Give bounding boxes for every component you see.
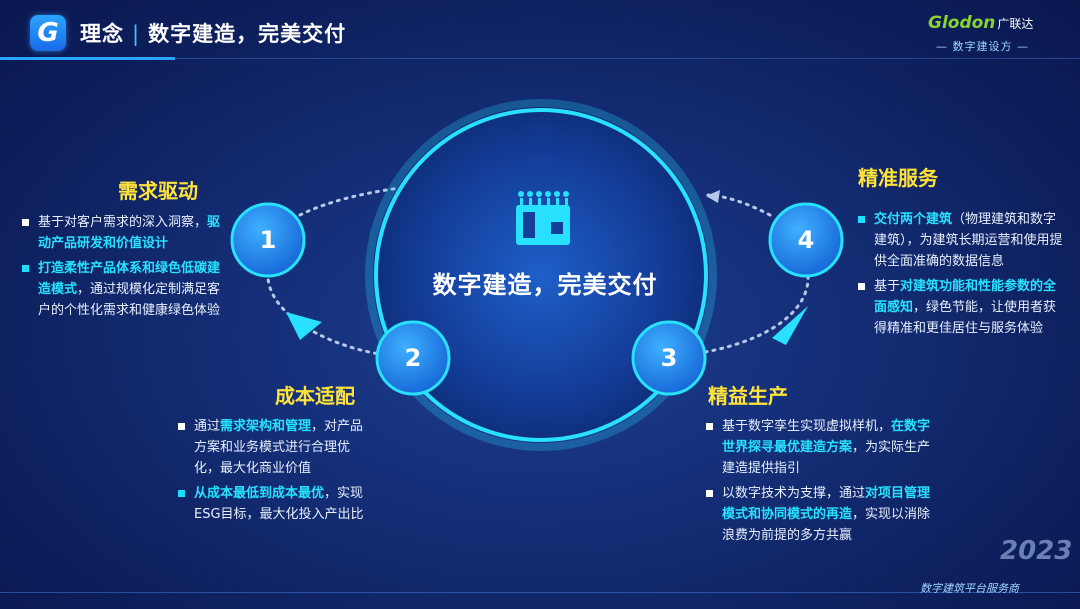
- arrow-1-2: [286, 312, 322, 340]
- section-1-title: 需求驱动: [118, 179, 198, 203]
- title-main: 数字建造，完美交付: [148, 22, 347, 46]
- step-4-number: 4: [797, 226, 815, 254]
- brand-cn: 广联达: [997, 17, 1034, 31]
- list-item: 交付两个建筑（物理建筑和数字建筑），为建筑长期运营和使用提供全面准确的数据信息: [858, 209, 1068, 272]
- list-item: 通过需求架构和管理，对产品方案和业务模式进行合理优化，最大化商业价值: [178, 416, 368, 479]
- arrow-4-top: [706, 190, 720, 203]
- list-item: 从成本最低到成本最优，实现ESG目标，最大化投入产出比: [178, 483, 368, 525]
- section-3-title: 精益生产: [708, 384, 788, 408]
- footer-divider: [0, 592, 1080, 593]
- section-4-text: 交付两个建筑（物理建筑和数字建筑），为建筑长期运营和使用提供全面准确的数据信息 …: [858, 209, 1068, 343]
- step-4-circle: [768, 202, 844, 278]
- section-3-text: 基于数字孪生实现虚拟样机，在数字世界探寻最优建造方案，为实际生产建造提供指引 以…: [706, 416, 942, 550]
- building-site-icon: [516, 191, 570, 245]
- list-item: 基于数字孪生实现虚拟样机，在数字世界探寻最优建造方案，为实际生产建造提供指引: [706, 416, 942, 479]
- list-item: 基于对客户需求的深入洞察，驱动产品研发和价值设计: [22, 212, 222, 254]
- section-2-title: 成本适配: [275, 384, 355, 408]
- center-circle-glow: [365, 99, 717, 451]
- glodon-logo-icon: G: [30, 15, 66, 51]
- header-accent-line: [0, 57, 175, 60]
- list-item: 以数字技术为支撑，通过对项目管理模式和协同模式的再造，实现以消除浪费为前提的多方…: [706, 483, 942, 546]
- footer-slogan: 数字建筑平台服务商: [920, 582, 1019, 595]
- year-watermark: 2023: [1000, 536, 1073, 566]
- list-item: 打造柔性产品体系和绿色低碳建造模式，通过规模化定制满足客户的个性化需求和健康绿色…: [22, 258, 222, 321]
- path-4-top: [706, 193, 772, 217]
- title-separator: |: [132, 22, 141, 46]
- center-circle: [374, 108, 708, 442]
- path-1-top: [298, 186, 402, 217]
- step-3-circle: [631, 320, 707, 396]
- arrow-3-4: [772, 306, 808, 345]
- step-2-circle: [375, 320, 451, 396]
- step-1-number: 1: [259, 226, 277, 254]
- center-caption: 数字建造，完美交付: [432, 271, 658, 299]
- page-title: 理念 | 数字建造，完美交付: [80, 18, 346, 48]
- section-2-text: 通过需求架构和管理，对产品方案和业务模式进行合理优化，最大化商业价值 从成本最低…: [178, 416, 368, 529]
- header-divider: [175, 58, 1080, 59]
- step-2-number: 2: [404, 344, 422, 372]
- step-1-circle: [230, 202, 306, 278]
- title-prefix: 理念: [80, 22, 124, 46]
- brand-name: Glodon: [928, 13, 996, 33]
- list-item: 基于对建筑功能和性能参数的全面感知，绿色节能，让使用者获得精准和更佳居住与服务体…: [858, 276, 1068, 339]
- path-3-4: [703, 273, 810, 354]
- step-3-number: 3: [660, 344, 678, 372]
- section-1-text: 基于对客户需求的深入洞察，驱动产品研发和价值设计 打造柔性产品体系和绿色低碳建造…: [22, 212, 222, 325]
- brand-subtitle: — 数字建设方 —: [936, 40, 1029, 53]
- section-4-title: 精准服务: [858, 166, 938, 190]
